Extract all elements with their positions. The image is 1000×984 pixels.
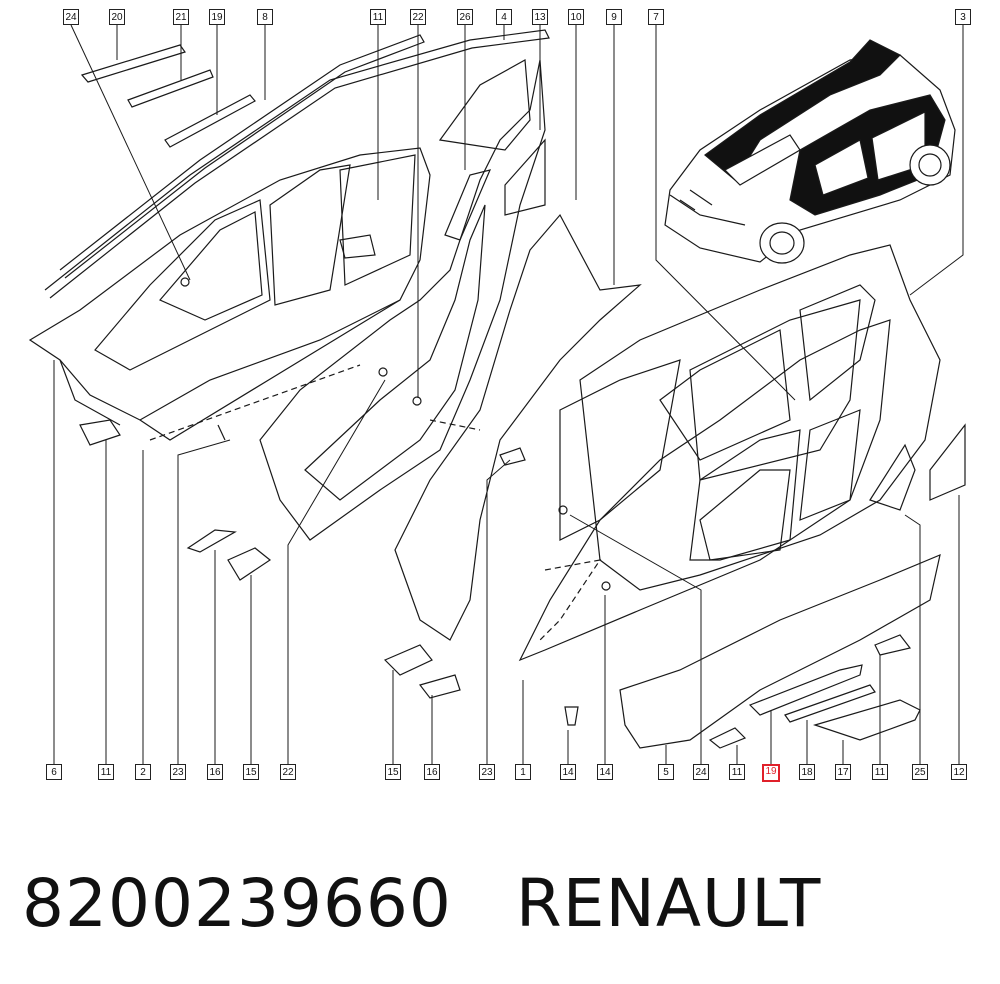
callout-label: 21 — [173, 9, 189, 25]
callout-label: 17 — [835, 764, 851, 780]
callout-label: 25 — [912, 764, 928, 780]
brand-name: RENAULT — [515, 864, 822, 942]
callout-label: 23 — [170, 764, 186, 780]
leader-lines — [53, 24, 964, 764]
callout-label: 1 — [515, 764, 531, 780]
assembly-arrows — [149, 364, 602, 641]
vehicle-overview-illustration — [664, 39, 956, 264]
callout-label: 22 — [410, 9, 426, 25]
callout-label: 15 — [243, 764, 259, 780]
callout-label: 24 — [63, 9, 79, 25]
callout-label: 3 — [955, 9, 971, 25]
callout-label: 8 — [257, 9, 273, 25]
callout-label: 15 — [385, 764, 401, 780]
outer-side-panel-right — [579, 244, 966, 591]
callout-label: 11 — [370, 9, 386, 25]
callout-label: 11 — [729, 764, 745, 780]
callout-label: 12 — [951, 764, 967, 780]
callout-label-highlighted: 19 — [762, 764, 780, 782]
callout-label: 24 — [693, 764, 709, 780]
callout-label: 14 — [560, 764, 576, 780]
part-number: 8200239660 — [22, 864, 452, 942]
callout-label: 18 — [799, 764, 815, 780]
callout-label: 23 — [479, 764, 495, 780]
roof-rail-parts — [44, 29, 550, 299]
callout-label: 10 — [568, 9, 584, 25]
exploded-parts-diagram — [28, 24, 966, 764]
caption: 8200239660 RENAULT — [22, 858, 821, 948]
callout-label: 14 — [597, 764, 613, 780]
callout-label: 7 — [648, 9, 664, 25]
callout-label: 5 — [658, 764, 674, 780]
callout-label: 16 — [424, 764, 440, 780]
callout-label: 2 — [135, 764, 151, 780]
callout-label: 20 — [109, 9, 125, 25]
callout-label: 9 — [606, 9, 622, 25]
callout-label: 4 — [496, 9, 512, 25]
sill-parts — [619, 554, 941, 749]
callout-label: 11 — [98, 764, 114, 780]
body-side-frame — [394, 213, 891, 662]
inner-side-panel — [259, 59, 546, 541]
callout-label: 11 — [872, 764, 888, 780]
callout-label: 13 — [532, 9, 548, 25]
callout-label: 16 — [207, 764, 223, 780]
callout-label: 26 — [457, 9, 473, 25]
callout-label: 19 — [209, 9, 225, 25]
callout-label: 6 — [46, 764, 62, 780]
outer-side-panel-left — [28, 147, 431, 441]
callout-label: 22 — [280, 764, 296, 780]
brackets-and-fasteners — [79, 234, 611, 726]
